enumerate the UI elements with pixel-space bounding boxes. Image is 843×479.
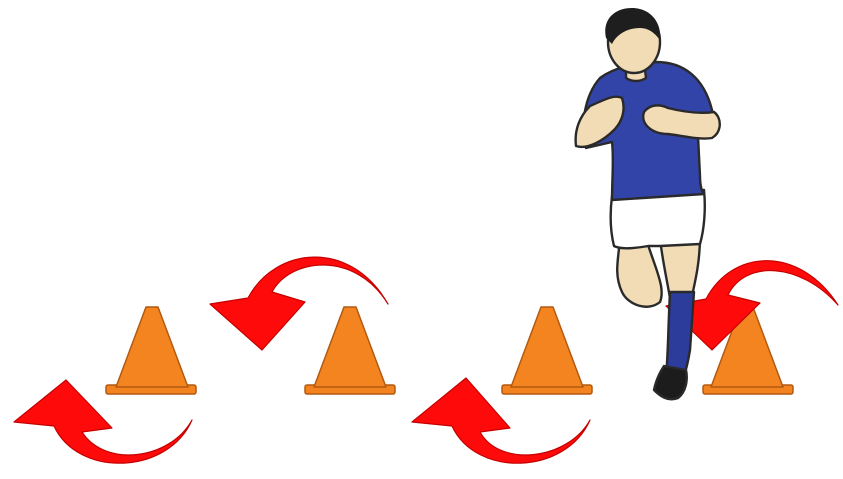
cone-1 — [106, 307, 196, 394]
cone-3 — [502, 307, 592, 394]
player-back-leg — [617, 240, 661, 307]
player-sock — [666, 292, 694, 376]
cone-2 — [305, 307, 395, 394]
player-figure — [576, 8, 720, 399]
player-boot — [654, 366, 687, 399]
